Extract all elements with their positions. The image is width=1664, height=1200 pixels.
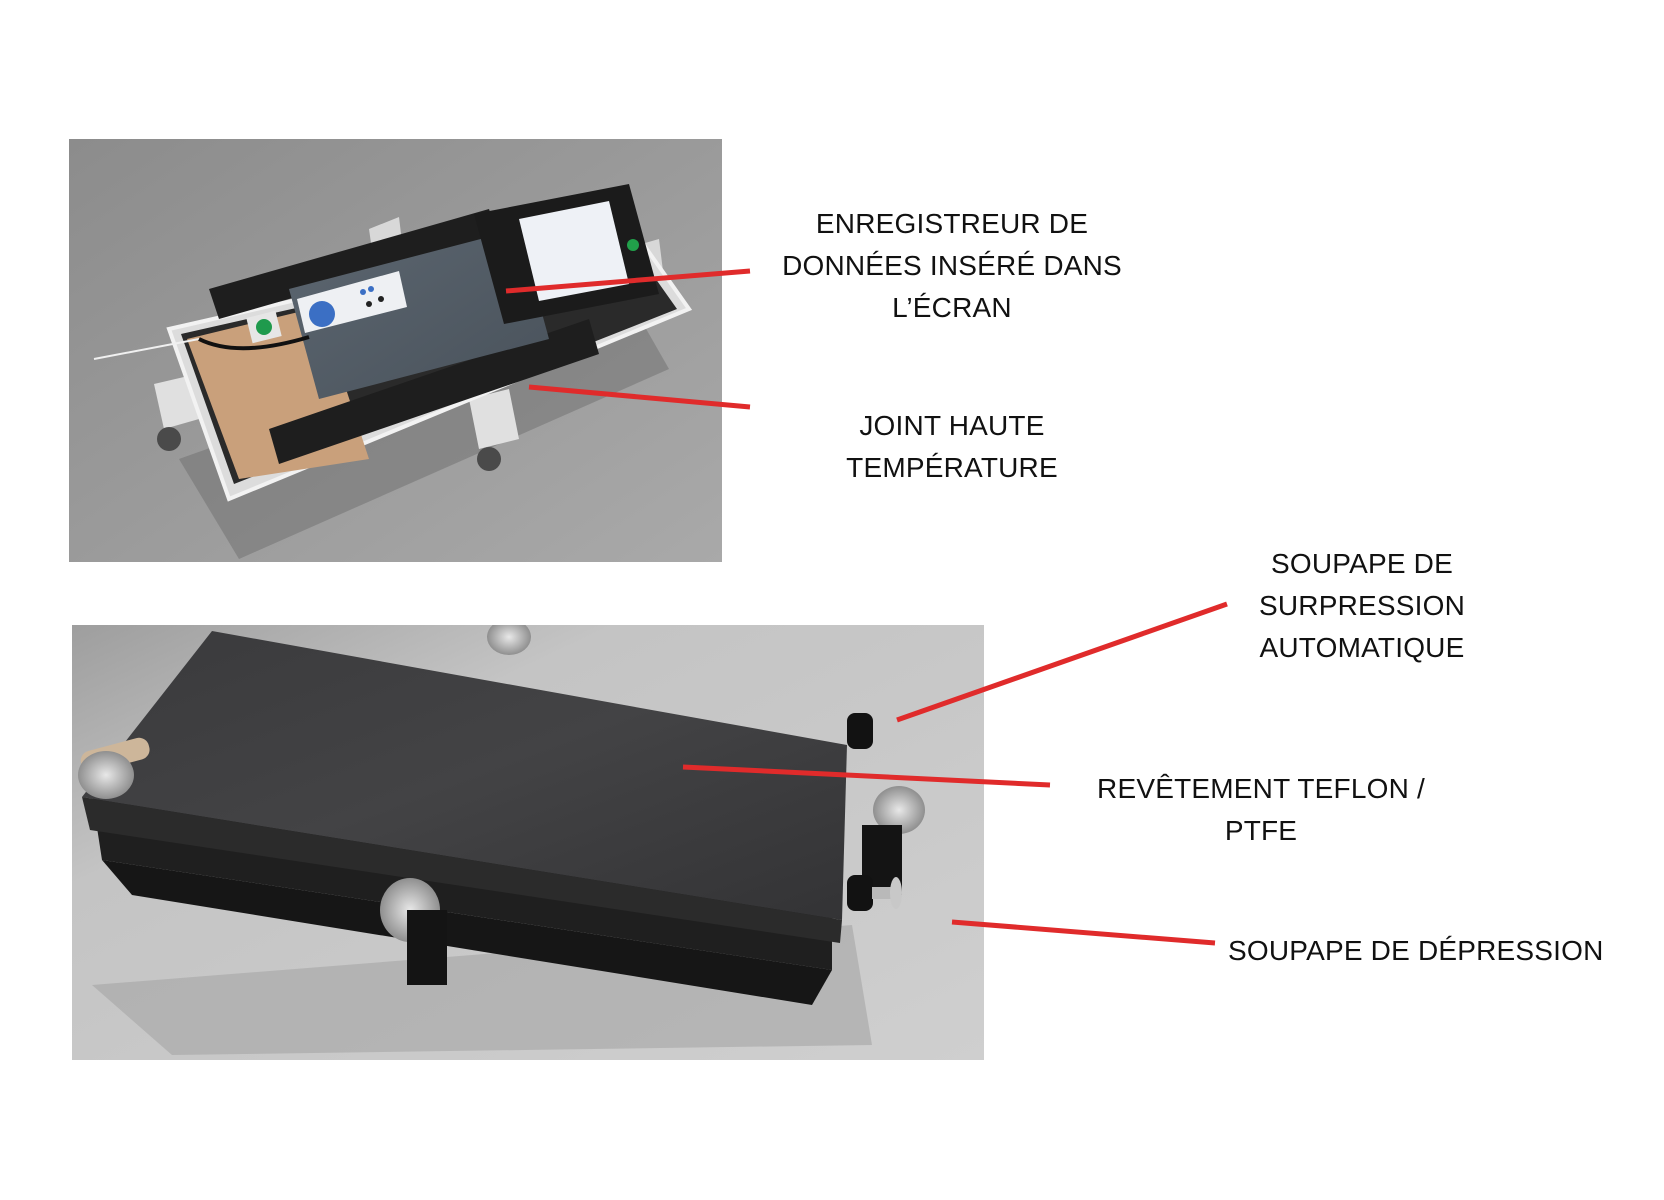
closed-press-illustration [72, 625, 984, 1060]
callout-line-vacuum-valve [951, 919, 1216, 946]
label-teflon-coating: REVÊTEMENT TEFLON / PTFE [1061, 768, 1461, 852]
label-line: AUTOMATIQUE [1259, 632, 1465, 663]
label-line: PTFE [1224, 815, 1298, 846]
label-line: SURPRESSION [1258, 590, 1466, 621]
open-press-illustration [69, 139, 722, 562]
label-line: JOINT HAUTE [859, 410, 1045, 441]
label-vacuum-valve: SOUPAPE DE DÉPRESSION [1228, 930, 1664, 972]
label-line: TEMPÉRATURE [846, 452, 1058, 483]
photo-closed-press-teflon-lid [72, 625, 984, 1060]
photo-open-press-with-data-logger [69, 139, 722, 562]
label-line: SOUPAPE DE [1271, 548, 1453, 579]
label-line: REVÊTEMENT TEFLON / [1097, 773, 1425, 804]
label-high-temp-gasket: JOINT HAUTE TEMPÉRATURE [752, 405, 1152, 489]
label-data-logger: ENREGISTREUR DE DONNÉES INSÉRÉ DANS L’ÉC… [752, 203, 1152, 329]
label-line: DONNÉES INSÉRÉ DANS [782, 250, 1122, 281]
label-line: ENREGISTREUR DE [815, 208, 1089, 239]
label-auto-relief-valve: SOUPAPE DE SURPRESSION AUTOMATIQUE [1162, 543, 1562, 669]
label-line: L’ÉCRAN [892, 292, 1012, 323]
label-line: SOUPAPE DE DÉPRESSION [1228, 935, 1604, 966]
